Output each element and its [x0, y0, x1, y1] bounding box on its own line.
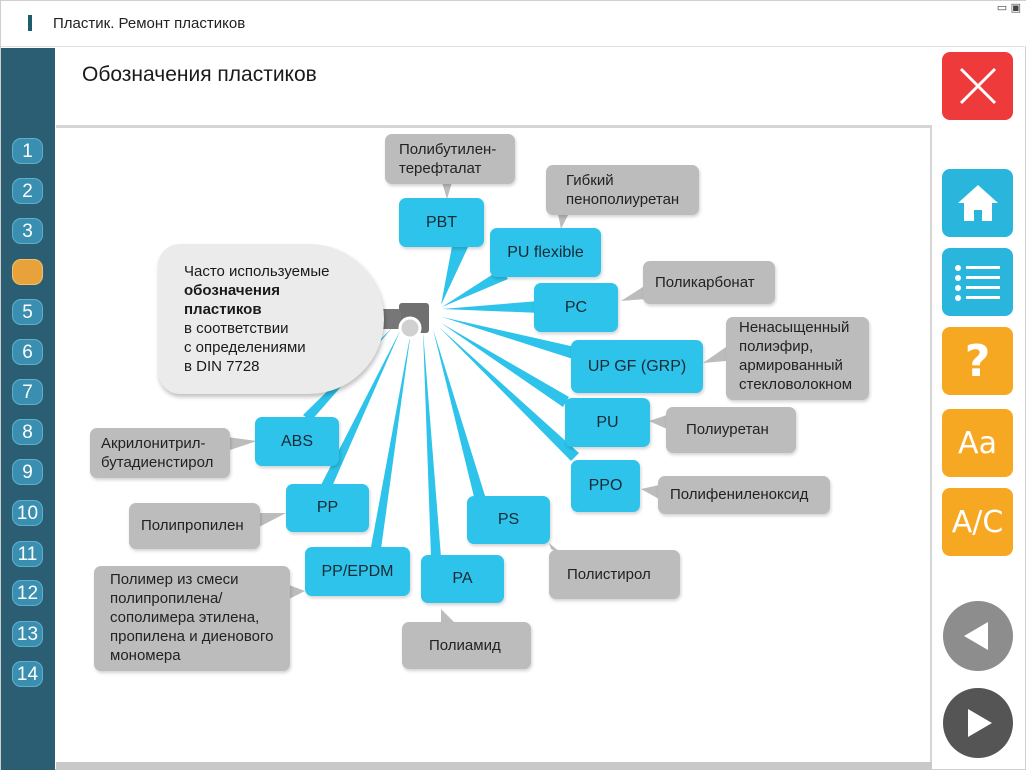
next-button[interactable] — [943, 688, 1013, 758]
previous-button[interactable] — [943, 601, 1013, 671]
name-pu-flexible-line2: пенополиуретан — [566, 191, 680, 208]
font-label: Aa — [958, 425, 997, 461]
intro-bold: пластиков — [184, 300, 384, 319]
name-up-gf: Ненасыщенный полиэфир, армированный стек… — [726, 317, 869, 400]
name-pp-epdm-line4: пропилена и диенового — [110, 628, 274, 645]
name-up-gf-line4: стекловолокном — [739, 376, 853, 393]
help-label: ? — [964, 335, 991, 387]
name-pu-flexible: Гибкий пенополиуретан — [546, 165, 699, 215]
name-abs-line1: Акрилонитрил- — [101, 435, 206, 452]
home-icon — [942, 169, 1013, 237]
name-pp-epdm-line2: полипропилена/ — [110, 590, 223, 607]
name-pp-epdm-line3: сополимера этилена, — [110, 609, 260, 626]
triangle-left-icon — [964, 622, 988, 650]
intro-line: в DIN 7728 — [184, 358, 260, 375]
name-abs-line2: бутадиенстирол — [101, 454, 214, 471]
name-pbt-line2: терефталат — [399, 160, 482, 177]
code-pbt[interactable]: PBT — [399, 198, 484, 247]
nav-item-5[interactable]: 5 — [12, 299, 43, 325]
intro-bold-1: обозначения — [184, 282, 280, 299]
chapter-nav: 1 2 3 5 6 7 8 9 10 11 12 13 14 — [1, 48, 55, 770]
nav-item-11[interactable]: 11 — [12, 541, 43, 567]
intro-callout: Часто используемые обозначения пластиков… — [158, 244, 384, 394]
name-pu-flexible-line1: Гибкий — [566, 172, 614, 189]
intro-line: с определениями — [184, 339, 306, 356]
title-marker — [28, 15, 32, 31]
nav-item-12[interactable]: 12 — [12, 580, 43, 606]
nav-item-9[interactable]: 9 — [12, 459, 43, 485]
nav-item-8[interactable]: 8 — [12, 419, 43, 445]
window-resize-icon[interactable]: ▭ ▣ — [996, 1, 1021, 14]
name-pbt-line1: Полибутилен- — [399, 141, 497, 158]
close-button[interactable] — [942, 52, 1013, 120]
contents-button[interactable] — [942, 248, 1013, 316]
triangle-right-icon — [968, 709, 992, 737]
name-pp-epdm: Полимер из смеси полипропилена/ сополиме… — [94, 566, 290, 671]
list-icon — [942, 248, 1013, 316]
name-up-gf-line1: Ненасыщенный — [739, 319, 850, 336]
nav-item-6[interactable]: 6 — [12, 339, 43, 365]
ac-button[interactable]: A/C — [942, 488, 1013, 556]
nav-item-4-current[interactable] — [12, 259, 43, 285]
nav-item-10[interactable]: 10 — [12, 500, 43, 526]
window-title: Пластик. Ремонт пластиков — [53, 15, 246, 32]
name-up-gf-line3: армированный — [739, 357, 843, 374]
ac-label: A/C — [951, 504, 1004, 540]
nav-item-3[interactable]: 3 — [12, 218, 43, 244]
close-x-icon — [942, 52, 1013, 120]
code-pp[interactable]: PP — [286, 484, 369, 532]
title-bar: Пластик. Ремонт пластиков ▭ ▣ — [1, 1, 1026, 47]
nav-item-13[interactable]: 13 — [12, 621, 43, 647]
name-up-gf-line2: полиэфир, — [739, 338, 814, 355]
name-pp-epdm-line5: мономера — [110, 647, 181, 664]
code-pa[interactable]: PA — [421, 555, 504, 603]
nav-item-7[interactable]: 7 — [12, 379, 43, 405]
name-pc: Поликарбонат — [643, 261, 775, 304]
nav-item-14[interactable]: 14 — [12, 661, 43, 687]
name-pa: Полиамид — [402, 622, 531, 669]
name-abs: Акрилонитрил- бутадиенстирол — [90, 428, 230, 478]
code-abs[interactable]: ABS — [255, 417, 339, 466]
nav-item-1[interactable]: 1 — [12, 138, 43, 164]
code-ppo[interactable]: PPO — [571, 460, 640, 512]
code-pc[interactable]: PC — [534, 283, 618, 332]
glossary-button[interactable]: Aa — [942, 409, 1013, 477]
nav-item-2[interactable]: 2 — [12, 178, 43, 204]
code-ps[interactable]: PS — [467, 496, 550, 544]
home-button[interactable] — [942, 169, 1013, 237]
name-pp: Полипропилен — [129, 503, 260, 549]
code-pu-flexible[interactable]: PU flexible — [490, 228, 601, 277]
bottom-bar — [56, 762, 932, 770]
help-button[interactable]: ? — [942, 327, 1013, 395]
name-ppo: Полифениленоксид — [658, 476, 830, 514]
intro-line: Часто используемые — [184, 263, 330, 280]
intro-bold-2: пластиков — [184, 301, 262, 318]
name-pu: Полиуретан — [666, 407, 796, 453]
intro-line: в соответствии — [184, 320, 289, 337]
name-pbt: Полибутилен- терефталат — [385, 134, 515, 184]
code-pp-epdm[interactable]: PP/EPDM — [305, 547, 410, 596]
page-title: Обозначения пластиков — [82, 63, 317, 86]
code-pu[interactable]: PU — [565, 398, 650, 447]
intro-bold: обозначения — [184, 281, 384, 300]
code-up-gf[interactable]: UP GF (GRP) — [571, 340, 703, 393]
name-ps: Полистирол — [549, 550, 680, 599]
name-pp-epdm-line1: Полимер из смеси — [110, 571, 239, 588]
